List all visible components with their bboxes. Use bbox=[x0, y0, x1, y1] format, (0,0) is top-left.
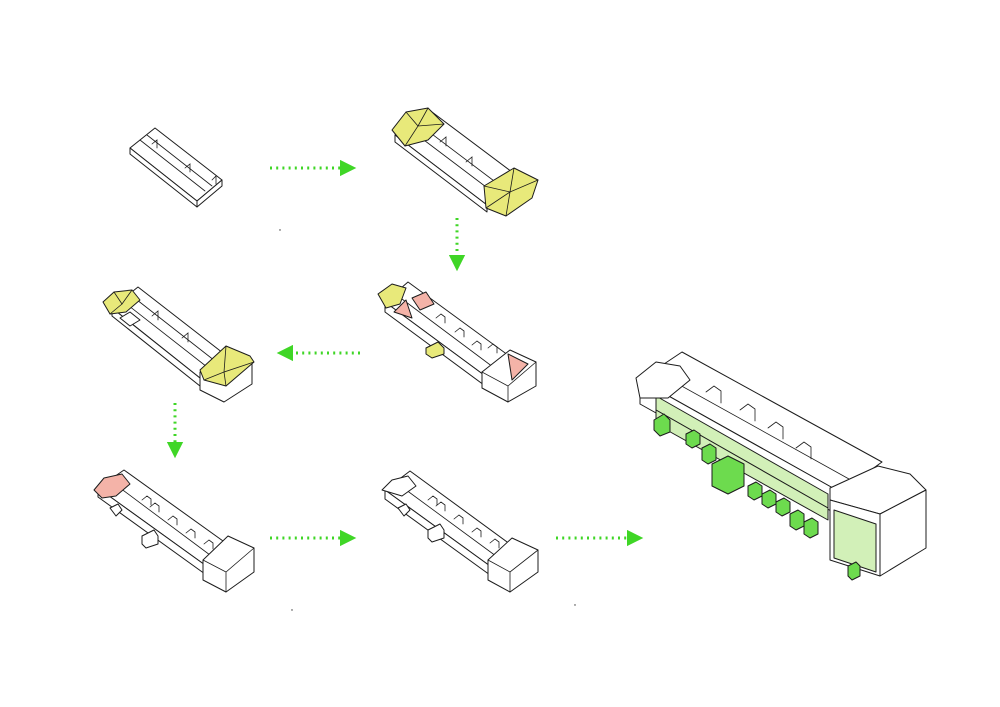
roof-red-mid bbox=[411, 291, 435, 311]
green-box-7 bbox=[789, 509, 805, 531]
green-box-entry bbox=[711, 455, 745, 495]
stage-3-dormers-red bbox=[377, 281, 537, 403]
green-box-5 bbox=[761, 489, 777, 509]
stage-1-base-volume bbox=[129, 127, 223, 208]
flow-arrows bbox=[166, 159, 644, 547]
roof-red-right bbox=[507, 353, 529, 381]
stage-5-red-roof bbox=[93, 469, 255, 593]
green-box-3 bbox=[701, 443, 717, 465]
stage-7-final-green bbox=[635, 351, 927, 581]
entry-yellow bbox=[425, 341, 445, 359]
green-tower-face bbox=[833, 509, 877, 573]
green-box-1 bbox=[653, 413, 671, 437]
roof-red-left bbox=[393, 299, 413, 319]
green-box-2 bbox=[685, 429, 701, 449]
green-box-4 bbox=[747, 481, 763, 501]
green-box-6 bbox=[775, 497, 791, 517]
green-box-9 bbox=[847, 561, 861, 581]
stage-6-plain-dormers bbox=[381, 470, 539, 593]
stage-2-end-roofs bbox=[391, 107, 539, 217]
roof-red-left bbox=[93, 473, 131, 499]
stage-4-yellow-roofs bbox=[102, 286, 255, 403]
roof-yellow-left-small bbox=[377, 283, 407, 309]
green-box-8 bbox=[803, 517, 819, 539]
